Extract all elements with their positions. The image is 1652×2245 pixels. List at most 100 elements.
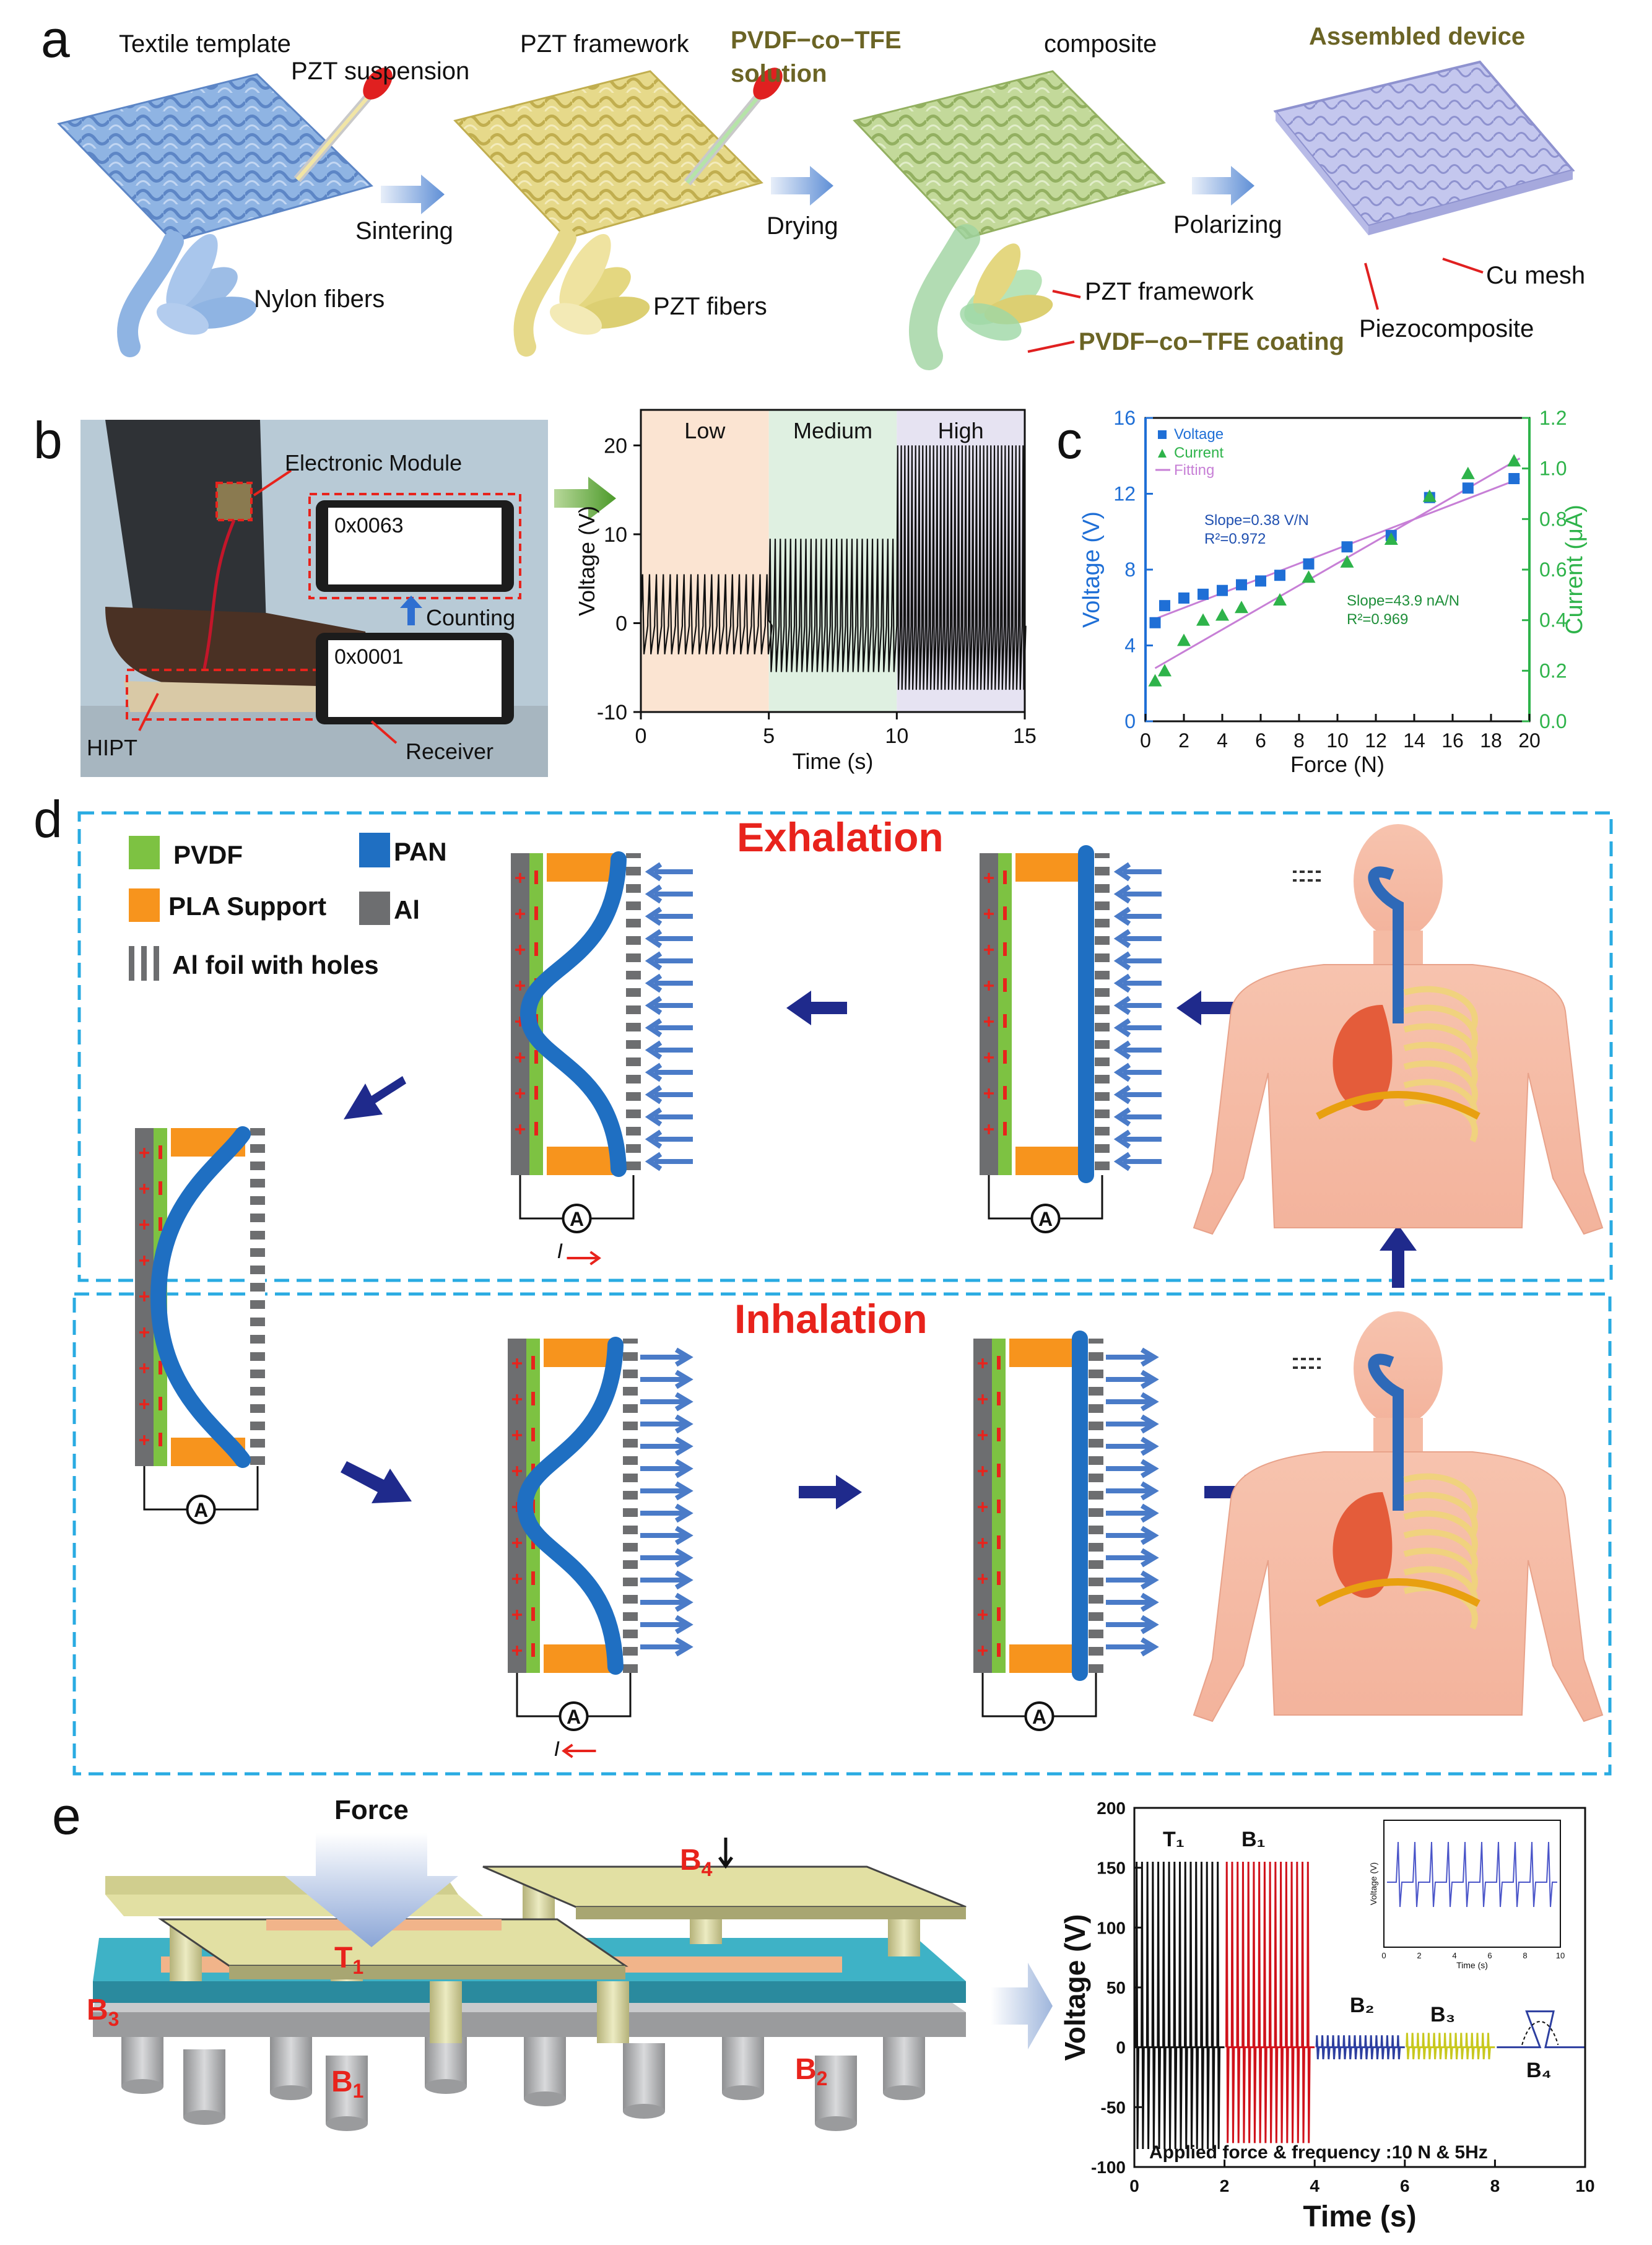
fit-annotation: Slope=0.38 V/N [1204, 512, 1309, 529]
charge-minus-icon [531, 1643, 535, 1657]
voltage-point [1341, 541, 1353, 553]
y-tick-label: 50 [1106, 1978, 1126, 1997]
pla-support [1015, 1147, 1090, 1175]
inset-frame [1383, 1820, 1561, 1948]
airflow-arrow [1106, 1526, 1159, 1545]
series-label: B₂ [1350, 1994, 1375, 2017]
airflow-arrow [640, 1570, 693, 1590]
current-point [1302, 570, 1316, 583]
y-axis-label: Voltage (V) [1079, 511, 1105, 628]
ammeter-icon [562, 1204, 592, 1233]
spacer-pillar [597, 1981, 629, 2043]
body [1193, 1451, 1604, 1722]
rib [1403, 1473, 1478, 1519]
assembled-device-illustration [1273, 60, 1575, 235]
airflow-arrow [640, 1592, 693, 1612]
pvdf-solution-label-1: PVDF−co−TFE [731, 27, 902, 54]
support-pillar [183, 2049, 225, 2117]
voltage-trace [1135, 1861, 1225, 2150]
series-label: B₃ [1430, 2003, 1455, 2026]
y-tick-label: 0 [1116, 2038, 1126, 2057]
composite-illustration [853, 70, 1166, 370]
current-point [1384, 532, 1398, 545]
airflow-arrow [645, 1040, 693, 1060]
current-point [1215, 608, 1229, 621]
panel-c-label: c [1056, 411, 1082, 469]
support-pillar [326, 2056, 368, 2124]
al-electrode [980, 853, 998, 1175]
y-axis-label: Voltage (V) [1059, 1914, 1091, 2061]
y-axis-label: Voltage (V) [574, 506, 599, 616]
y2-tick-label: 1.2 [1539, 407, 1567, 429]
ammeter-label: A [1032, 1706, 1046, 1728]
voltage-point [1217, 584, 1228, 596]
charge-minus-icon [159, 1145, 162, 1159]
counting-label: Counting [426, 605, 515, 630]
current-point [1235, 601, 1248, 614]
y-tick-label: 200 [1097, 1799, 1126, 1818]
trachea [1368, 866, 1404, 1023]
airflow-arrow [1106, 1615, 1159, 1635]
pla-support [1009, 1339, 1084, 1367]
inset-tick-label: 10 [1556, 1951, 1565, 1960]
support-pillar [524, 2031, 566, 2099]
lung-icon [1332, 1005, 1393, 1111]
inhalation-title: Inhalation [734, 1296, 928, 1342]
arrow-down-right-icon [341, 1461, 412, 1503]
voltage-trace [1406, 2033, 1495, 2060]
breath-arrow [1293, 871, 1321, 882]
airflow-arrow [1106, 1570, 1159, 1590]
charge-minus-icon [531, 1571, 535, 1585]
phone-top [316, 500, 514, 592]
charge-minus-icon [1003, 978, 1007, 992]
x-axis-label: Time (s) [793, 749, 874, 774]
fit-line [1154, 477, 1521, 620]
airflow-arrow [640, 1637, 693, 1657]
x-tick-label: 20 [1518, 729, 1541, 752]
airflow-arrow [1113, 1040, 1162, 1060]
y2-tick-label: 0.0 [1539, 710, 1567, 732]
region-label: Medium [793, 418, 872, 443]
y-tick-label: 4 [1124, 635, 1136, 657]
inset-tick-label: 0 [1381, 1951, 1386, 1960]
current-label: I [554, 1737, 560, 1761]
al-foil-with-holes [623, 1339, 638, 1673]
airflow-arrow [1113, 862, 1162, 882]
plot-frame [640, 409, 1026, 713]
airflow-arrow [645, 906, 693, 926]
rib [1403, 1547, 1478, 1593]
human-figures [1193, 824, 1604, 1722]
charge-minus-icon [997, 1356, 1001, 1370]
rib [1403, 1004, 1478, 1050]
phone-bottom-display: 0x0001 [334, 645, 404, 669]
body [1193, 964, 1604, 1235]
pzt-framework-pointer-label: PZT framework [1085, 278, 1254, 305]
inset-y-label: Voltage (V) [1368, 1862, 1378, 1905]
legend-marker [1158, 430, 1167, 439]
airflow-arrow [645, 1129, 693, 1149]
airflow-arrow [1106, 1459, 1159, 1479]
phone-top-display: 0x0063 [334, 514, 404, 537]
human-torso [1193, 1311, 1604, 1722]
charge-minus-icon [997, 1607, 1001, 1621]
device-cell: AI [508, 1337, 693, 1761]
panel-b-label: b [33, 411, 63, 469]
force-arrow [285, 1833, 458, 1947]
x-tick-label: 10 [885, 724, 908, 748]
al-foil-with-holes [1095, 853, 1110, 1175]
pan-layer [520, 851, 627, 1177]
airflow-arrow [1106, 1637, 1159, 1657]
voltage-point [1149, 617, 1161, 628]
b2-label: B2 [795, 2053, 827, 2090]
voltage-trace [1315, 2035, 1405, 2060]
inset-tick-label: 6 [1487, 1951, 1492, 1960]
process-arrow [771, 166, 833, 206]
charge-minus-icon [531, 1535, 535, 1549]
airflow-arrow [1113, 973, 1162, 993]
airflow-arrow [645, 1018, 693, 1038]
receiver-label: Receiver [406, 739, 493, 764]
current-arrow [562, 1743, 596, 1758]
